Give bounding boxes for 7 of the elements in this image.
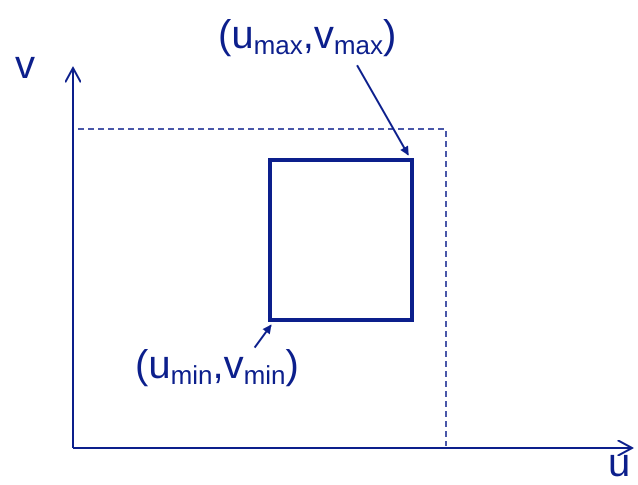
corner-label: (u$_{max}$,v$_{max}$) [218, 12, 396, 68]
axis-label: v [15, 42, 35, 88]
corner-label: (u$_{min}$,v$_{min}$) [135, 342, 299, 398]
leader-arrow [254, 324, 272, 348]
corner-rectangle [268, 158, 414, 322]
axis-label: u [608, 440, 630, 485]
leader-arrow [356, 64, 410, 156]
